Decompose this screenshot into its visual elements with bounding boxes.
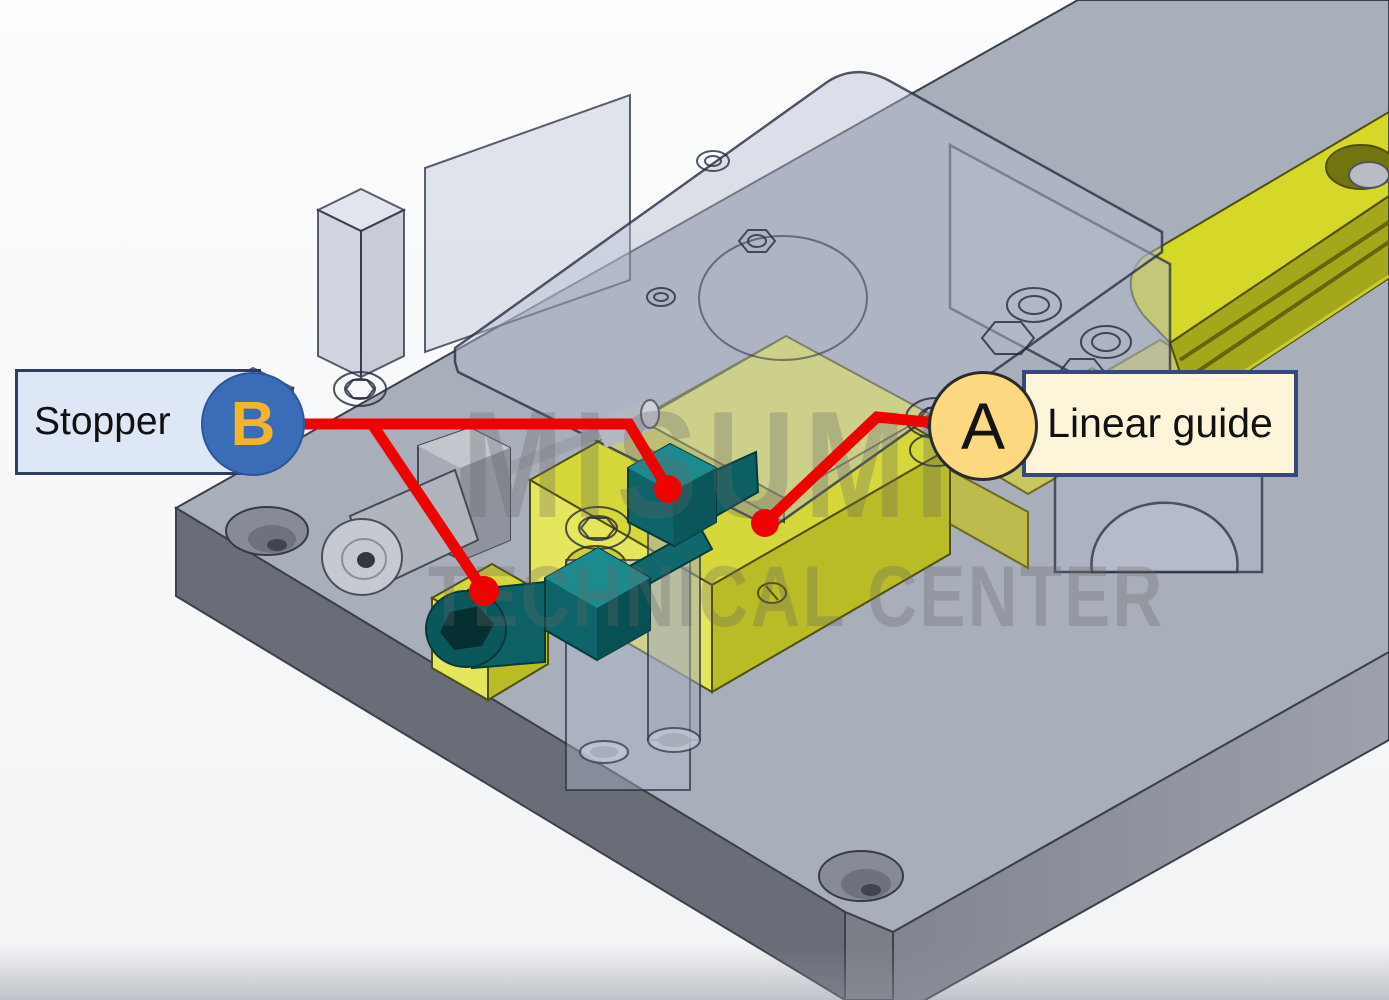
linear-guide-label: Linear guide bbox=[1047, 400, 1273, 446]
hex-bolt-outline bbox=[737, 229, 777, 253]
linear-guide-callout-box: Linear guide bbox=[1022, 370, 1298, 477]
plate-hole-left bbox=[225, 506, 309, 556]
badge-a-letter: A bbox=[960, 389, 1006, 463]
plate-hole-front bbox=[818, 850, 904, 902]
badge-b-letter: B bbox=[230, 389, 276, 459]
screw-outlines bbox=[333, 287, 1132, 550]
glass-pillar-block bbox=[315, 187, 407, 379]
badge-b: B bbox=[201, 372, 305, 476]
base-plate-left-side bbox=[175, 506, 846, 1000]
stopper-label: Stopper bbox=[34, 400, 171, 443]
glass-rear-wall bbox=[424, 93, 631, 354]
floor-shadow bbox=[0, 945, 1389, 1000]
badge-a: A bbox=[928, 371, 1038, 481]
